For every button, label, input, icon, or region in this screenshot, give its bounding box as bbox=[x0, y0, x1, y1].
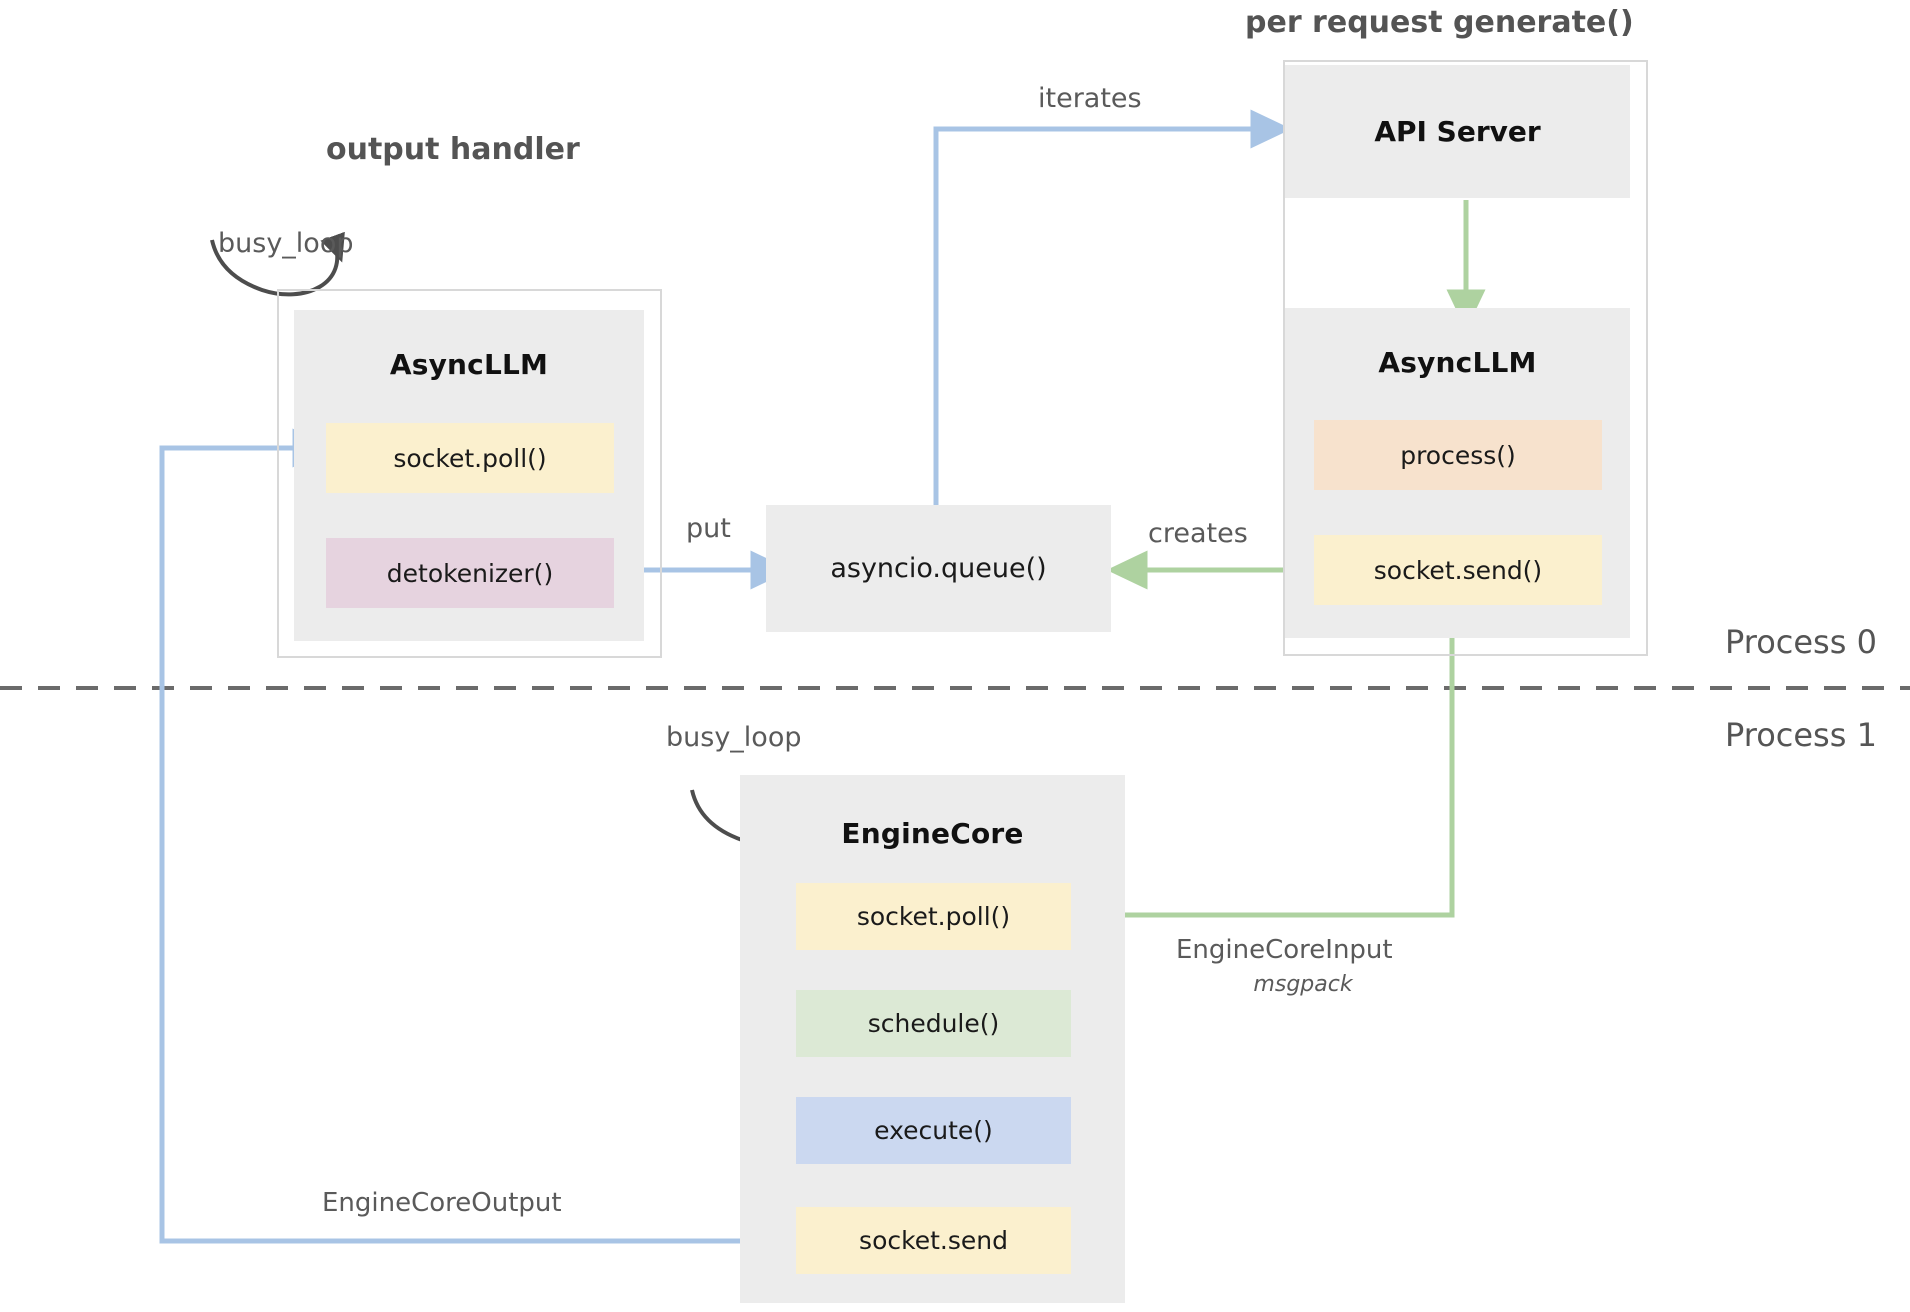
chip-execute[interactable]: execute() bbox=[796, 1097, 1071, 1164]
edge-label-put: put bbox=[686, 513, 731, 544]
chip-execute-label: execute() bbox=[874, 1116, 993, 1145]
iterates-arrow bbox=[933, 109, 1292, 512]
chip-socket-send-core[interactable]: socket.send bbox=[796, 1207, 1071, 1274]
async-llm-right-title: AsyncLLM bbox=[1378, 346, 1537, 379]
chip-detokenizer[interactable]: detokenizer() bbox=[326, 538, 614, 608]
process-0-label: Process 0 bbox=[1725, 623, 1877, 661]
chip-socket-send-right-label: socket.send() bbox=[1373, 555, 1543, 585]
group-label-per-request-generate: per request generate() bbox=[1245, 5, 1634, 40]
async-llm-left-box[interactable]: AsyncLLM socket.poll() detokenizer() bbox=[294, 310, 644, 641]
chip-process-label: process() bbox=[1400, 440, 1516, 470]
asyncio-queue-title: asyncio.queue() bbox=[830, 553, 1047, 584]
process-1-label: Process 1 bbox=[1725, 716, 1877, 754]
group-label-output-handler: output handler bbox=[326, 132, 580, 167]
async-llm-right-box[interactable]: AsyncLLM process() socket.send() bbox=[1285, 308, 1630, 638]
edge-label-busy-loop-core: busy_loop bbox=[666, 722, 802, 753]
chip-socket-send-right[interactable]: socket.send() bbox=[1314, 535, 1602, 605]
edge-label-engine-core-output: EngineCoreOutput bbox=[322, 1188, 562, 1218]
chip-schedule-label: schedule() bbox=[867, 1009, 1000, 1038]
async-llm-left-title: AsyncLLM bbox=[389, 348, 549, 381]
api-server-box[interactable]: API Server bbox=[1285, 65, 1630, 198]
chip-detokenizer-label: detokenizer() bbox=[386, 558, 554, 588]
chip-process[interactable]: process() bbox=[1314, 420, 1602, 490]
engine-core-title: EngineCore bbox=[841, 817, 1024, 850]
chip-socket-poll-left-label: socket.poll() bbox=[393, 443, 547, 473]
chip-socket-poll-core[interactable]: socket.poll() bbox=[796, 883, 1071, 950]
chip-schedule[interactable]: schedule() bbox=[796, 990, 1071, 1057]
engine-core-box[interactable]: EngineCore socket.poll() schedule() exec… bbox=[740, 775, 1125, 1303]
edge-label-engine-core-input: EngineCoreInput bbox=[1176, 935, 1393, 965]
api-server-title: API Server bbox=[1374, 115, 1541, 148]
edge-label-creates: creates bbox=[1148, 518, 1248, 549]
chip-socket-poll-left[interactable]: socket.poll() bbox=[326, 423, 614, 493]
output-handler-group-outline bbox=[277, 289, 662, 658]
chip-socket-poll-core-label: socket.poll() bbox=[856, 902, 1011, 931]
edge-sublabel-msgpack: msgpack bbox=[1253, 972, 1353, 997]
per-request-generate-group-outline bbox=[1283, 60, 1648, 656]
chip-socket-send-core-label: socket.send bbox=[859, 1226, 1008, 1255]
edge-label-busy-loop-left: busy_loop bbox=[218, 228, 354, 259]
edge-label-iterates: iterates bbox=[1038, 83, 1142, 114]
asyncio-queue-box[interactable]: asyncio.queue() bbox=[766, 505, 1111, 632]
